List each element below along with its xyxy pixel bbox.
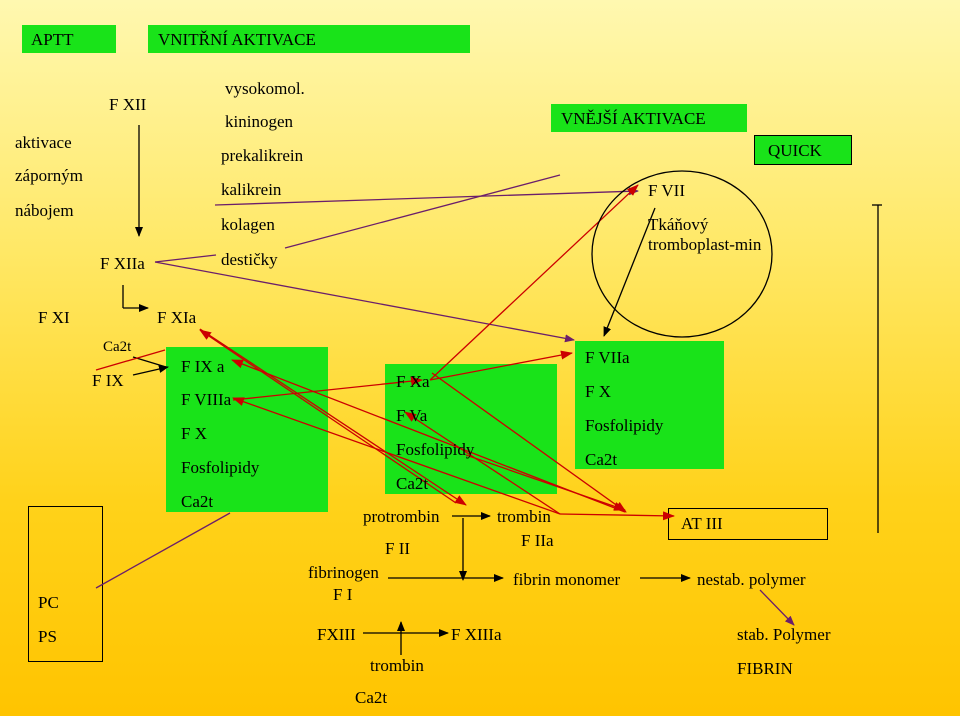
arrow-pc-to-tenase [95, 512, 231, 589]
extrinsic-title-box [551, 104, 747, 132]
cofactor-3: prekalikrein [221, 146, 304, 165]
cofactor-5: kolagen [221, 215, 275, 234]
pc-label: PC [38, 593, 59, 612]
prothrombinase-item-1: F Xa [396, 372, 430, 391]
extrinsic-complex-item-3: Fosfolipidy [585, 416, 664, 435]
unstable-polymer-label: nestab. polymer [697, 570, 806, 589]
monomer-label: fibrin monomer [513, 570, 621, 589]
fxiia-label: F XIIa [100, 254, 145, 273]
fiia-label: F IIa [521, 531, 554, 550]
arrow-thrombin-to-fviiia [232, 397, 561, 515]
tenase-item-3: F X [181, 424, 207, 443]
tenase-box [166, 347, 328, 512]
arrow-ca-fix-to-tenase [95, 349, 166, 371]
arrow-fxa-to-fvii-tf [429, 184, 639, 381]
fii-label: F II [385, 539, 411, 558]
extrinsic-complex-box [575, 341, 724, 469]
fxiii-label: FXIII [317, 625, 356, 644]
extrinsic-complex-item-4: Ca2t [585, 450, 618, 469]
fvii-label: F VII [648, 181, 685, 200]
ca-small-label: Ca2t [103, 339, 132, 355]
arrow-fxa-to-thrombin [431, 372, 627, 513]
arrow-fxiia-to-destcky [154, 254, 217, 263]
arrow-fix-to-fixa [132, 365, 169, 376]
intrinsic-label: VNITŘNÍ AKTIVACE [158, 30, 316, 49]
tissue-line-2: tromboplast-min [648, 235, 762, 254]
fxi-label: F XI [38, 308, 70, 327]
at3-label: AT III [681, 514, 723, 533]
arrow-tenase-to-prothrombinase [232, 376, 423, 401]
arrow-fvii-to-fviia [603, 207, 656, 337]
note-line-1: aktivace [15, 133, 72, 152]
fix-label: F IX [92, 371, 124, 390]
cofactor-2: kininogen [225, 112, 293, 131]
note-line-3: nábojem [15, 201, 74, 220]
cofactor-1: vysokomol. [225, 79, 305, 98]
extrinsic-title: VNĚJŠÍ AKTIVACE [561, 109, 706, 128]
arrow-unstable-to-stable [759, 589, 795, 626]
trombin-label: trombin [497, 507, 551, 526]
prothrombinase-item-4: Ca2t [396, 474, 429, 493]
tissue-line-1: Tkáňový [648, 215, 709, 234]
fibrin-label: FIBRIN [737, 659, 793, 678]
fxii-label: F XII [109, 95, 147, 114]
cofactor-6: destičky [221, 250, 278, 269]
fxia-label: F XIa [157, 308, 197, 327]
arrow-thrombin-to-fxia [199, 329, 457, 504]
tenase-item-2: F VIIIa [181, 390, 232, 409]
arrow-kallikrein-to-fxiia [284, 174, 561, 249]
aptt-box [22, 25, 116, 53]
arrow-fxiia-to-extrinsic [154, 261, 575, 343]
quick-label: QUICK [768, 141, 822, 160]
prothrombinase-item-3: Fosfolipidy [396, 440, 475, 459]
note-line-2: záporným [15, 166, 83, 185]
tenase-item-5: Ca2t [181, 492, 214, 511]
aptt-label: APTT [31, 30, 74, 49]
ps-label: PS [38, 627, 57, 646]
stable-polymer-label: stab. Polymer [737, 625, 831, 644]
tenase-item-1: F IX a [181, 357, 225, 376]
arrow-fx-to-fxa [465, 454, 626, 511]
cofactor-4: kalikrein [221, 180, 282, 199]
quick-box [754, 135, 852, 165]
prothrombinase-box [385, 364, 557, 494]
fxiii-trombin-label: trombin [370, 656, 424, 675]
line-fixa-to-ca [132, 356, 167, 368]
arrow-thrombin-to-extr-fx [559, 511, 675, 521]
prothrombinase-item-2: F Va [396, 406, 428, 425]
tissue-factor-circle [591, 170, 773, 338]
arrow-destcky-to-fvii [214, 187, 639, 206]
fi-label: F I [333, 585, 353, 604]
arrow-fxia-to-fix [199, 328, 467, 506]
fxiiia-label: F XIIIa [451, 625, 502, 644]
extrinsic-complex-item-2: F X [585, 382, 611, 401]
intrinsic-box [148, 25, 470, 53]
extrinsic-complex-item-1: F VIIa [585, 348, 630, 367]
fxiii-ca-label: Ca2t [355, 688, 388, 707]
tenase-item-4: Fosfolipidy [181, 458, 260, 477]
arrow-fxa-to-fviia [429, 350, 573, 381]
arrow-thrombin-to-fva [404, 411, 561, 515]
at3-box [668, 508, 828, 540]
fibrinogen-label: fibrinogen [308, 563, 379, 582]
protrombin-label: protrombin [363, 507, 440, 526]
